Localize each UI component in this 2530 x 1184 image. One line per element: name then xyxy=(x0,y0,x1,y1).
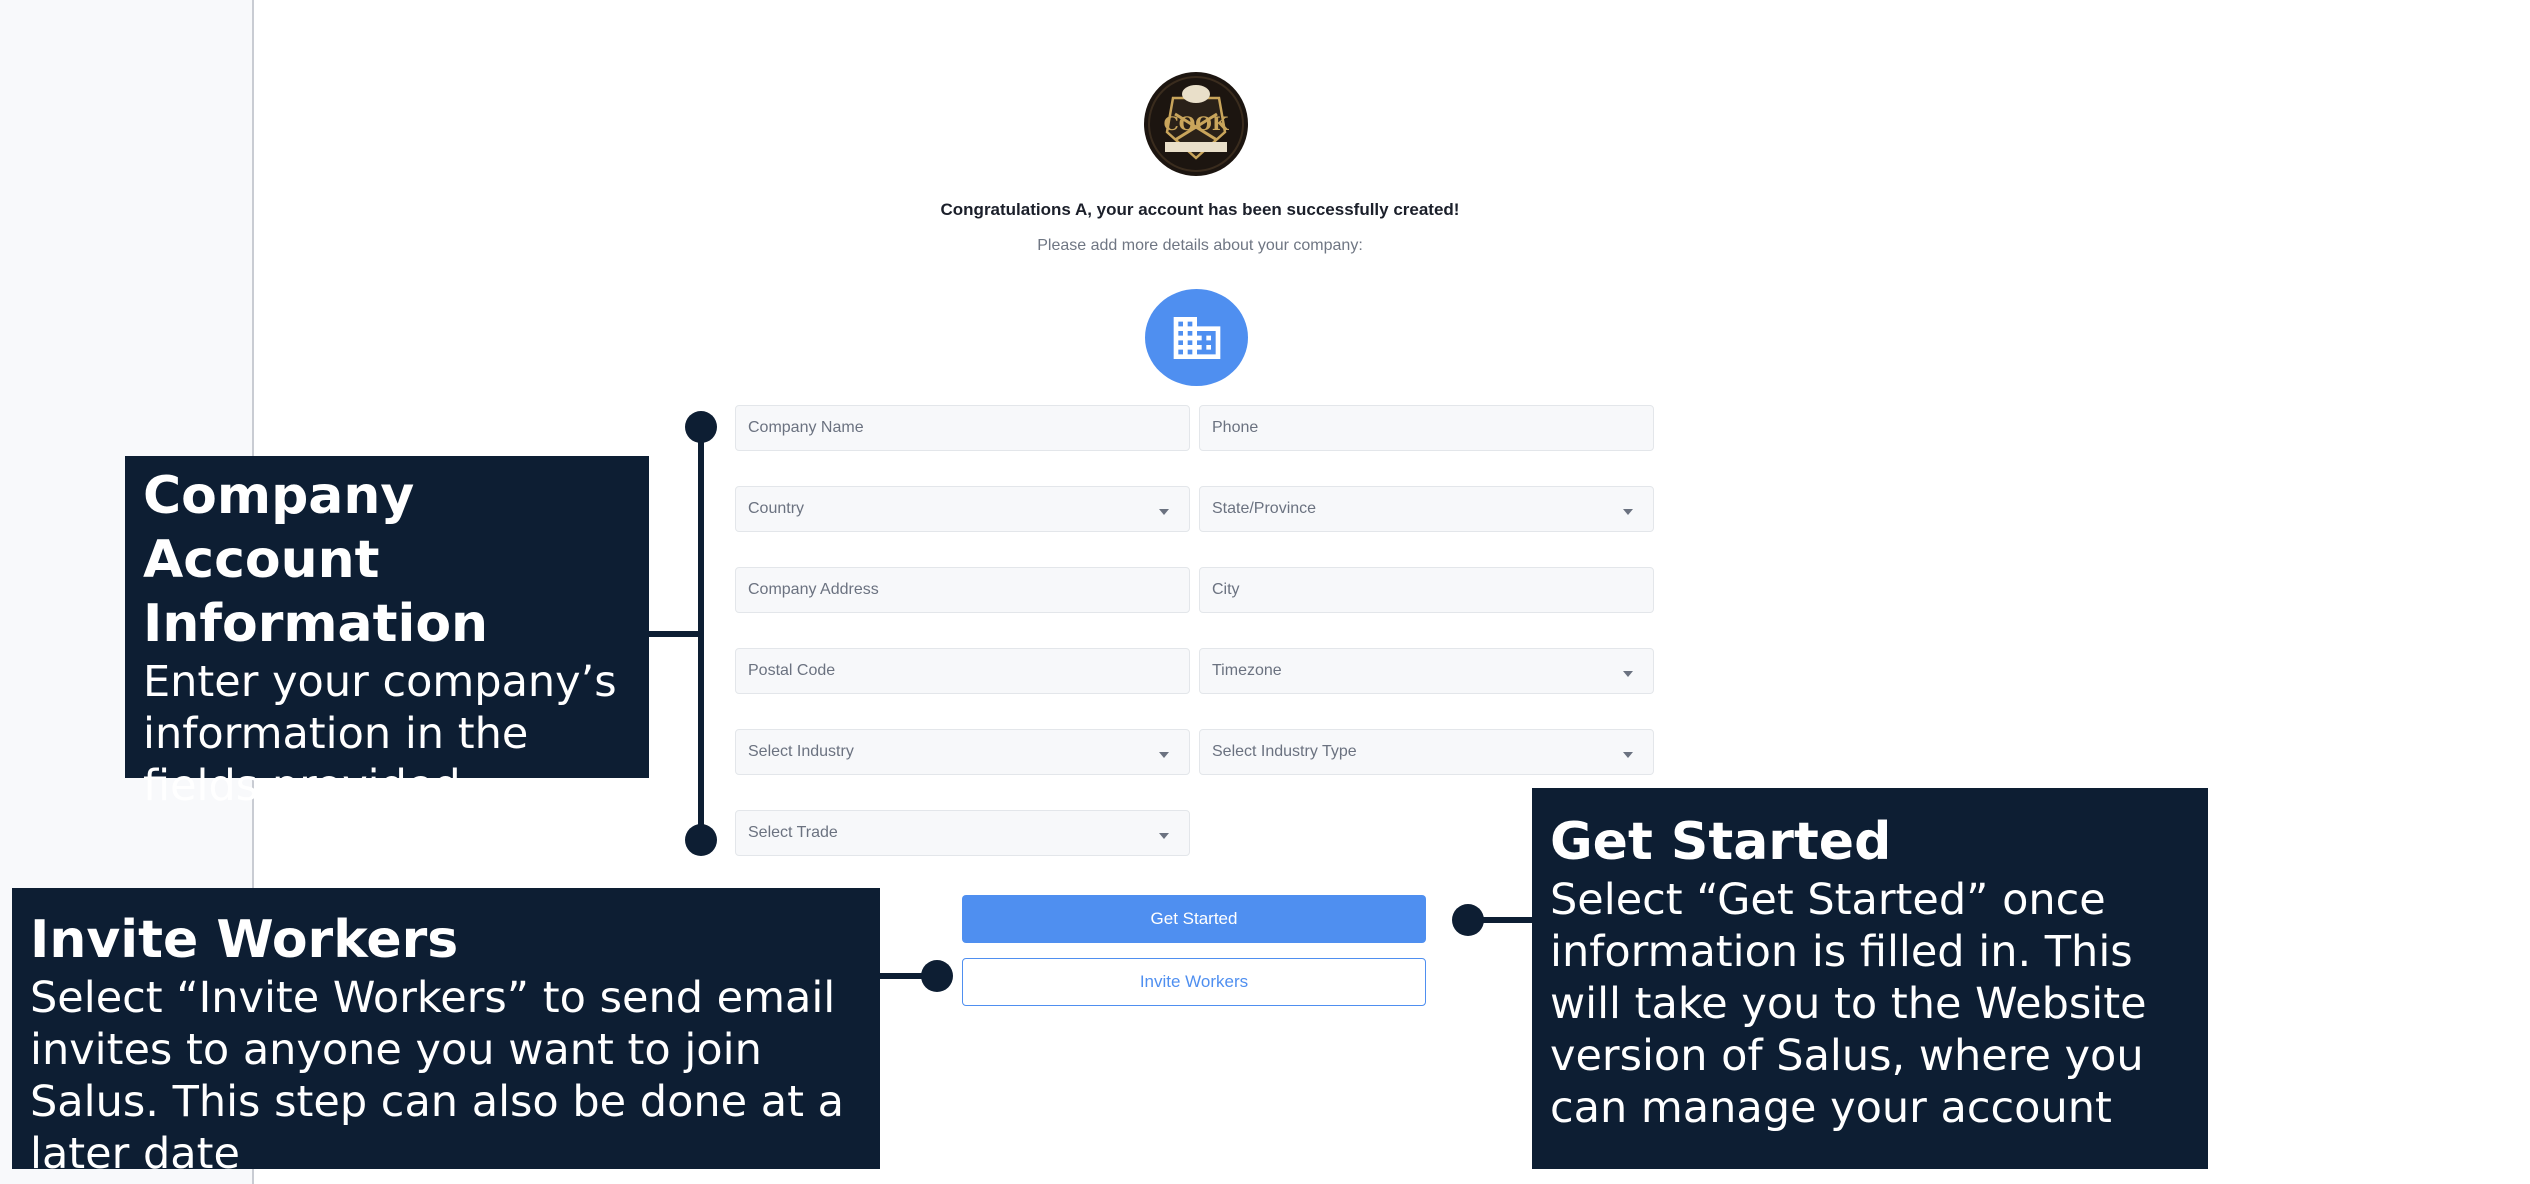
building-icon xyxy=(1173,316,1220,359)
timezone-placeholder: Timezone xyxy=(1212,662,1282,679)
callout-body: Select “Get Started” once information is… xyxy=(1550,875,2147,1133)
callout-title: Company Account Information xyxy=(143,466,489,654)
callout-dot xyxy=(685,824,717,856)
phone-input[interactable]: Phone xyxy=(1199,405,1654,451)
company-logo: COOK xyxy=(1141,72,1251,176)
trade-select[interactable]: Select Trade xyxy=(735,810,1190,856)
start-callout-connector xyxy=(1466,917,1532,923)
trade-placeholder: Select Trade xyxy=(748,824,838,841)
callout-title: Invite Workers xyxy=(30,910,459,970)
chevron-down-icon xyxy=(1159,752,1169,758)
company-callout-bracket xyxy=(698,426,704,841)
callout-dot xyxy=(1452,904,1484,936)
svg-text:COOK: COOK xyxy=(1164,113,1230,135)
company-name-input[interactable]: Company Name xyxy=(735,405,1190,451)
postal-placeholder: Postal Code xyxy=(748,662,836,679)
industry-type-select[interactable]: Select Industry Type xyxy=(1199,729,1654,775)
instruction-text: Please add more details about your compa… xyxy=(1037,237,1363,254)
city-input[interactable]: City xyxy=(1199,567,1654,613)
invite-workers-callout: Invite Workers Select “Invite Workers” t… xyxy=(12,888,880,1179)
country-select[interactable]: Country xyxy=(735,486,1190,532)
company-address-input[interactable]: Company Address xyxy=(735,567,1190,613)
callout-body: Select “Invite Workers” to send email in… xyxy=(30,973,845,1179)
callout-title: Get Started xyxy=(1550,812,1892,872)
state-placeholder: State/Province xyxy=(1212,500,1317,517)
callout-dot xyxy=(921,960,953,992)
company-info-callout: Company Account Information Enter your c… xyxy=(125,456,649,811)
phone-placeholder: Phone xyxy=(1212,419,1259,436)
chevron-down-icon xyxy=(1623,671,1633,677)
industry-type-placeholder: Select Industry Type xyxy=(1212,743,1357,760)
callout-body: Enter your company’s information in the … xyxy=(143,657,617,811)
company-name-placeholder: Company Name xyxy=(748,419,864,436)
callout-dot xyxy=(685,411,717,443)
invite-callout-connector xyxy=(880,973,936,979)
industry-select[interactable]: Select Industry xyxy=(735,729,1190,775)
success-message: Congratulations A, your account has been… xyxy=(940,200,1460,219)
timezone-select[interactable]: Timezone xyxy=(1199,648,1654,694)
chevron-down-icon xyxy=(1159,833,1169,839)
city-placeholder: City xyxy=(1212,581,1240,598)
invite-workers-button[interactable]: Invite Workers xyxy=(962,958,1426,1006)
chevron-down-icon xyxy=(1159,509,1169,515)
company-callout-connector xyxy=(649,631,701,637)
get-started-button[interactable]: Get Started xyxy=(962,895,1426,943)
chevron-down-icon xyxy=(1623,509,1633,515)
state-select[interactable]: State/Province xyxy=(1199,486,1654,532)
postal-code-input[interactable]: Postal Code xyxy=(735,648,1190,694)
address-placeholder: Company Address xyxy=(748,581,879,598)
country-placeholder: Country xyxy=(748,500,805,517)
get-started-callout: Get Started Select “Get Started” once in… xyxy=(1532,788,2208,1169)
chevron-down-icon xyxy=(1623,752,1633,758)
industry-placeholder: Select Industry xyxy=(748,743,854,760)
company-avatar xyxy=(1145,289,1248,386)
